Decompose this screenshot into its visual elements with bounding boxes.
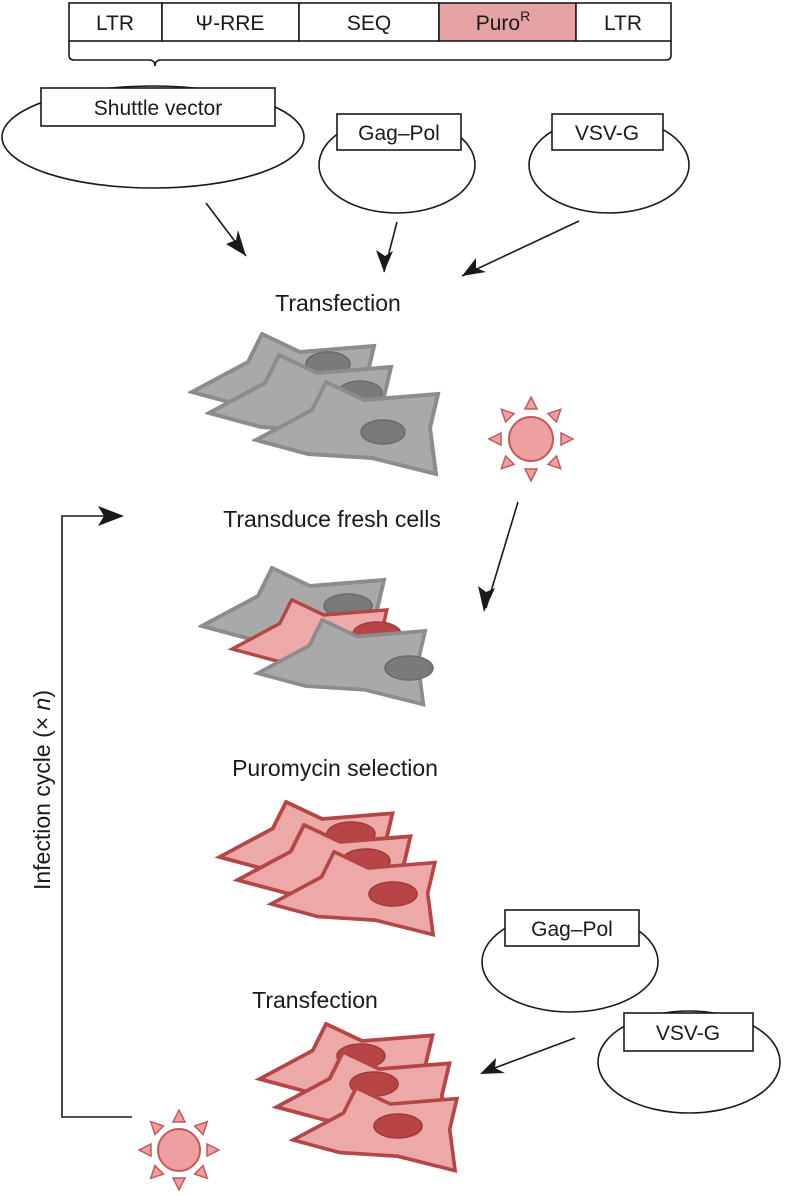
nucleus xyxy=(384,655,434,681)
gag-pol-box-top xyxy=(336,113,462,151)
infection-cycle-prefix: Infection cycle (× xyxy=(29,710,55,890)
arrowhead-gagpol xyxy=(376,250,393,272)
nucleus xyxy=(360,419,406,445)
segment-psi-rre-label: Ψ-RRE xyxy=(196,12,265,35)
cell-stack-pink-selection xyxy=(217,800,437,937)
shuttle-vector-plasmid: Shuttle vector xyxy=(1,85,305,189)
shuttle-vector-box xyxy=(40,87,276,127)
step-transfection-2: Transfection xyxy=(252,987,378,1013)
vector-construct: LTR Ψ-RRE SEQ PuroR LTR xyxy=(68,2,672,67)
infection-cycle-arrowhead xyxy=(98,506,124,526)
step-transduce: Transduce fresh cells xyxy=(223,506,441,532)
transfection-arrowheads xyxy=(226,230,486,276)
cell-pink-3 xyxy=(269,850,437,937)
cell-stack-gray xyxy=(190,332,440,476)
construct-brace xyxy=(68,41,672,67)
segment-ltr-left-label: LTR xyxy=(96,12,134,35)
arrowhead-shuttle xyxy=(226,230,246,256)
cell-stack-pink-bottom xyxy=(257,1022,457,1171)
nucleus xyxy=(368,881,418,907)
step-selection: Puromycin selection xyxy=(232,755,438,781)
step-transfection-1: Transfection xyxy=(275,290,401,316)
arrowhead-vsvg xyxy=(462,258,486,276)
infection-cycle-suffix: ) xyxy=(29,690,55,698)
arrow-vsvg xyxy=(461,220,580,277)
vsv-g-box-bottom xyxy=(623,1012,754,1052)
gag-pol-label-bottom: Gag–Pol xyxy=(531,918,613,941)
cell-stack-mixed xyxy=(200,566,434,705)
segment-seq-label: SEQ xyxy=(347,12,391,35)
nucleus xyxy=(373,1113,423,1139)
gag-pol-box-bottom xyxy=(504,909,640,947)
cell-gray-b xyxy=(258,620,434,705)
transfection-arrows xyxy=(205,202,580,277)
infection-cycle-n: n xyxy=(29,698,55,711)
shuttle-vector-label: Shuttle vector xyxy=(94,97,222,120)
segment-ltr-right xyxy=(575,2,672,42)
cell-gray-3 xyxy=(254,380,440,476)
segment-ltr-right-label: LTR xyxy=(604,12,642,35)
segment-puro-text: PuroR xyxy=(476,8,530,35)
cell-pink-b3 xyxy=(293,1088,457,1171)
infection-cycle-loop xyxy=(61,515,132,1118)
vsv-g-label-bottom: VSV-G xyxy=(656,1022,720,1045)
segment-seq xyxy=(298,2,440,42)
vsv-g-box-top xyxy=(551,113,664,151)
arrowhead-virus-to-cells xyxy=(478,586,495,612)
virus-particle-bottom xyxy=(137,1108,221,1192)
arrowhead-bottom-transfection xyxy=(480,1058,505,1074)
infection-cycle-label: Infection cycle (× n) xyxy=(29,690,55,890)
segment-puro-label: Puro xyxy=(476,12,520,35)
vsv-g-label-top: VSV-G xyxy=(575,122,639,145)
segment-puro-superscript: R xyxy=(520,8,530,24)
segment-ltr-left xyxy=(68,2,163,42)
vsv-g-plasmid-bottom: VSV-G xyxy=(597,1010,781,1114)
gag-pol-plasmid-top: Gag–Pol xyxy=(318,113,476,214)
vsv-g-plasmid-top: VSV-G xyxy=(528,113,690,214)
virus-particle-top xyxy=(487,395,575,483)
segment-psi-rre xyxy=(161,2,300,42)
arrow-bottom-transfection xyxy=(483,1037,576,1073)
gag-pol-plasmid-bottom: Gag–Pol xyxy=(481,909,659,1013)
gag-pol-label-top: Gag–Pol xyxy=(358,122,440,145)
